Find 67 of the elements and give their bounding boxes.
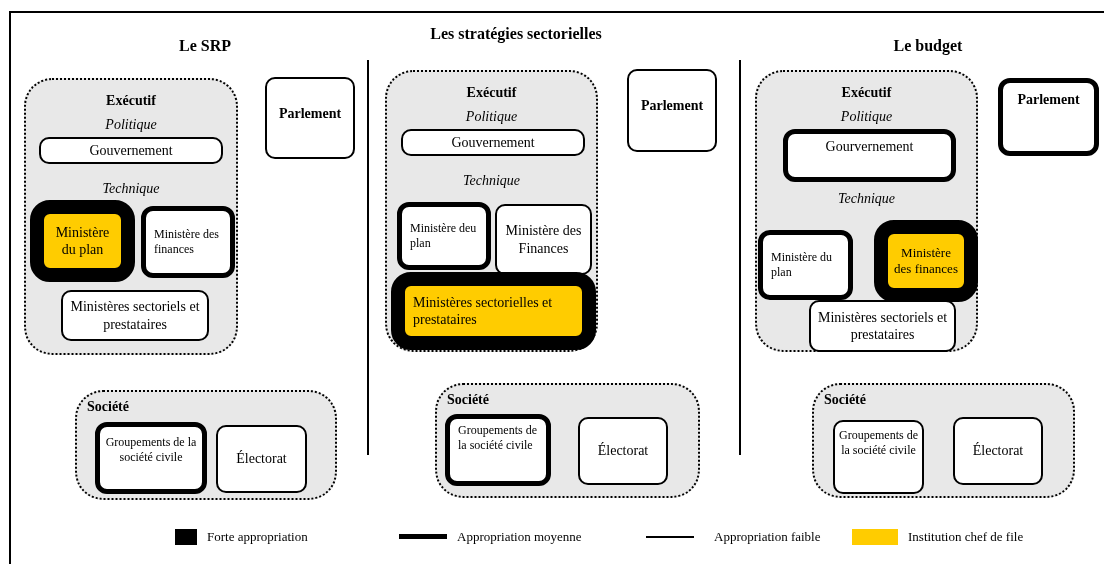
institution-label: Parlement bbox=[1017, 91, 1080, 109]
institution-box bbox=[998, 78, 1099, 156]
institution-label: Parlement bbox=[278, 105, 342, 123]
institution-label: Ministère des finances bbox=[893, 244, 959, 278]
tier-label: Politique bbox=[464, 108, 519, 126]
group-panel bbox=[435, 383, 700, 498]
institution-label: Groupements de la société civile bbox=[457, 423, 538, 453]
institution-box bbox=[758, 230, 853, 300]
institution-label: Gouvernement bbox=[451, 133, 535, 152]
group-heading: Société bbox=[824, 391, 866, 409]
institution-label: Gourvernement bbox=[825, 138, 914, 156]
institution-label: Ministère deu plan bbox=[409, 221, 478, 251]
group-panel bbox=[755, 70, 978, 352]
institution-box bbox=[953, 417, 1043, 485]
institution-box bbox=[445, 414, 551, 486]
institution-box bbox=[30, 200, 135, 282]
institution-box bbox=[495, 204, 592, 275]
institution-box bbox=[833, 420, 924, 494]
institution-label: Électorat bbox=[972, 442, 1024, 460]
institution-box bbox=[141, 206, 235, 278]
group-panel bbox=[812, 383, 1075, 498]
institution-label: Parlement bbox=[640, 97, 704, 115]
institution-label: Électorat bbox=[597, 442, 649, 460]
institution-label: Groupements de la société civile bbox=[104, 435, 198, 465]
tier-label: Technique bbox=[101, 180, 161, 198]
tier-label: Politique bbox=[839, 108, 894, 126]
tier-label: Technique bbox=[461, 172, 521, 190]
institution-box bbox=[809, 300, 956, 352]
legend-label: Forte appropriation bbox=[207, 528, 308, 546]
legend-label: Appropriation moyenne bbox=[457, 528, 582, 546]
institution-label: Ministère des finances bbox=[153, 227, 220, 257]
institution-box bbox=[265, 77, 355, 159]
institution-label: Ministère des Finances bbox=[504, 222, 583, 257]
legend-label: Appropriation faible bbox=[714, 528, 821, 546]
group-panel bbox=[24, 78, 238, 355]
group-panel bbox=[75, 390, 337, 500]
institution-box bbox=[578, 417, 668, 485]
group-heading: Exécutif bbox=[840, 84, 893, 102]
institution-box bbox=[95, 422, 207, 494]
tier-label: Technique bbox=[836, 190, 896, 208]
institution-box bbox=[401, 129, 585, 156]
institution-label: Ministère du plan bbox=[770, 250, 833, 280]
legend-label: Institution chef de file bbox=[908, 528, 1024, 546]
column-title: Les stratégies sectorielles bbox=[429, 24, 603, 44]
institution-box bbox=[874, 220, 978, 302]
group-panel bbox=[385, 70, 598, 352]
institution-label: Ministère du plan bbox=[54, 223, 111, 259]
group-heading: Exécutif bbox=[105, 92, 157, 110]
group-heading: Société bbox=[87, 398, 129, 416]
institution-box bbox=[216, 425, 307, 493]
institution-label: Ministères sectoriels et prestataires bbox=[69, 298, 201, 333]
tier-label: Politique bbox=[104, 116, 158, 134]
institution-box bbox=[397, 202, 491, 270]
institution-label: Électorat bbox=[236, 450, 287, 468]
institution-label: Ministères sectoriels et prestataires bbox=[816, 308, 949, 344]
group-heading: Société bbox=[447, 391, 489, 409]
institution-box bbox=[627, 69, 717, 152]
group-heading: Exécutif bbox=[465, 84, 518, 102]
institution-box bbox=[61, 290, 209, 341]
institution-label: Ministères sectorielles et prestataires bbox=[412, 293, 554, 329]
column-title: Le SRP bbox=[178, 36, 232, 56]
column-title: Le budget bbox=[892, 36, 964, 56]
institution-box bbox=[391, 272, 596, 350]
institution-label: Gouvernement bbox=[89, 141, 173, 160]
institution-box bbox=[783, 129, 956, 182]
institution-box bbox=[39, 137, 223, 164]
institution-label: Groupements de la société civile bbox=[839, 428, 918, 458]
